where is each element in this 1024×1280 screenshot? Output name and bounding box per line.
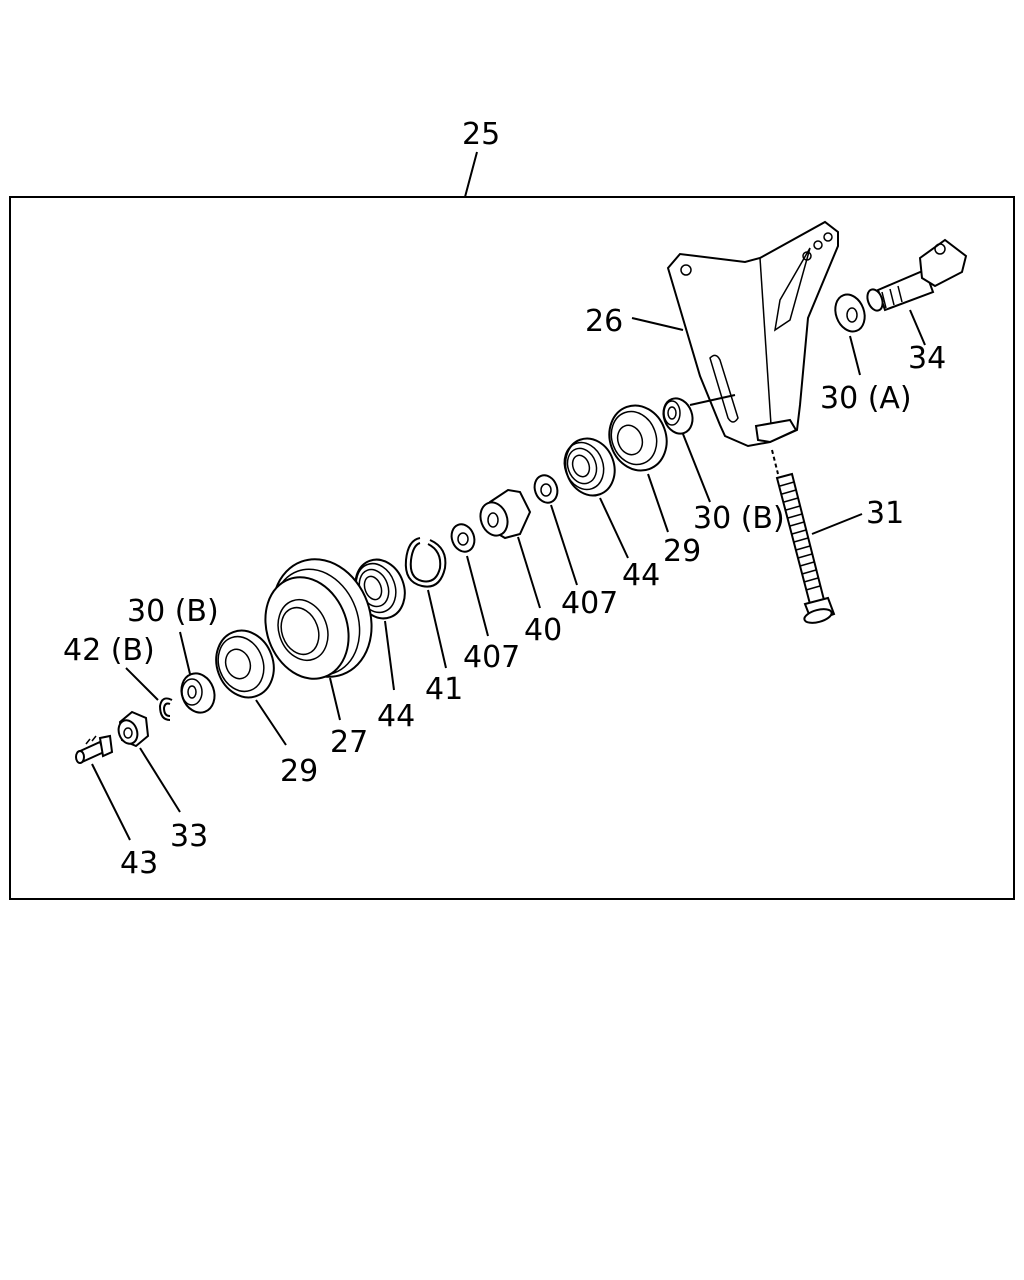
leader-29-upper [647,473,669,533]
label-31: 31 [866,496,904,531]
assembly-leader [464,151,478,198]
leader-41 [427,589,447,669]
bolt-part [771,449,836,624]
leader-40 [517,536,541,609]
nut-part [117,710,150,748]
leader-33 [139,747,181,813]
bracket-part [666,220,839,448]
washer-407-lower [450,523,476,553]
leader-26 [631,317,684,331]
label-30b-lower: 30 (B) [127,594,219,629]
leader-407-lower [466,555,489,637]
leader-31 [811,513,863,535]
label-42b: 42 (B) [63,633,155,668]
assembly-frame [9,196,1015,900]
leader-30a [849,335,861,376]
label-44-upper: 44 [622,558,660,593]
leader-27 [329,677,341,721]
label-407-lower: 407 [463,640,520,675]
bushing-30b-upper [662,394,736,435]
leader-30b-upper [682,433,711,503]
leader-44-lower [384,620,395,691]
washer-407-upper [533,474,559,504]
washer-30a [834,293,866,333]
seal-plate-lower [215,629,275,699]
label-27: 27 [330,725,368,760]
leader-407-upper [550,504,578,586]
label-30a: 30 (A) [820,381,912,416]
bearing-upper [563,437,616,497]
label-26: 26 [585,304,623,339]
snap-ring-part [404,537,447,588]
leader-34 [909,309,926,346]
seal-plate-upper [608,404,668,472]
label-40: 40 [524,613,562,648]
spacer-part [479,488,532,540]
label-43: 43 [120,846,158,881]
label-30b-upper: 30 (B) [693,501,785,536]
label-33: 33 [170,819,208,854]
label-44-lower: 44 [377,699,415,734]
leader-29-lower [255,699,287,746]
label-29-upper: 29 [663,534,701,569]
label-407-upper: 407 [561,586,618,621]
pulley-part [264,558,373,680]
label-41: 41 [425,672,463,707]
pin-part [866,238,968,312]
bushing-30b-lower [180,672,216,714]
leader-43 [91,763,131,841]
stud-part [75,734,114,764]
label-29-lower: 29 [280,754,318,789]
leader-44-upper [599,497,629,559]
label-34: 34 [908,341,946,376]
leader-42b [125,667,159,701]
assembly-label: 25 [462,117,500,152]
leader-30b-lower [179,631,191,675]
clip-part [158,697,173,721]
